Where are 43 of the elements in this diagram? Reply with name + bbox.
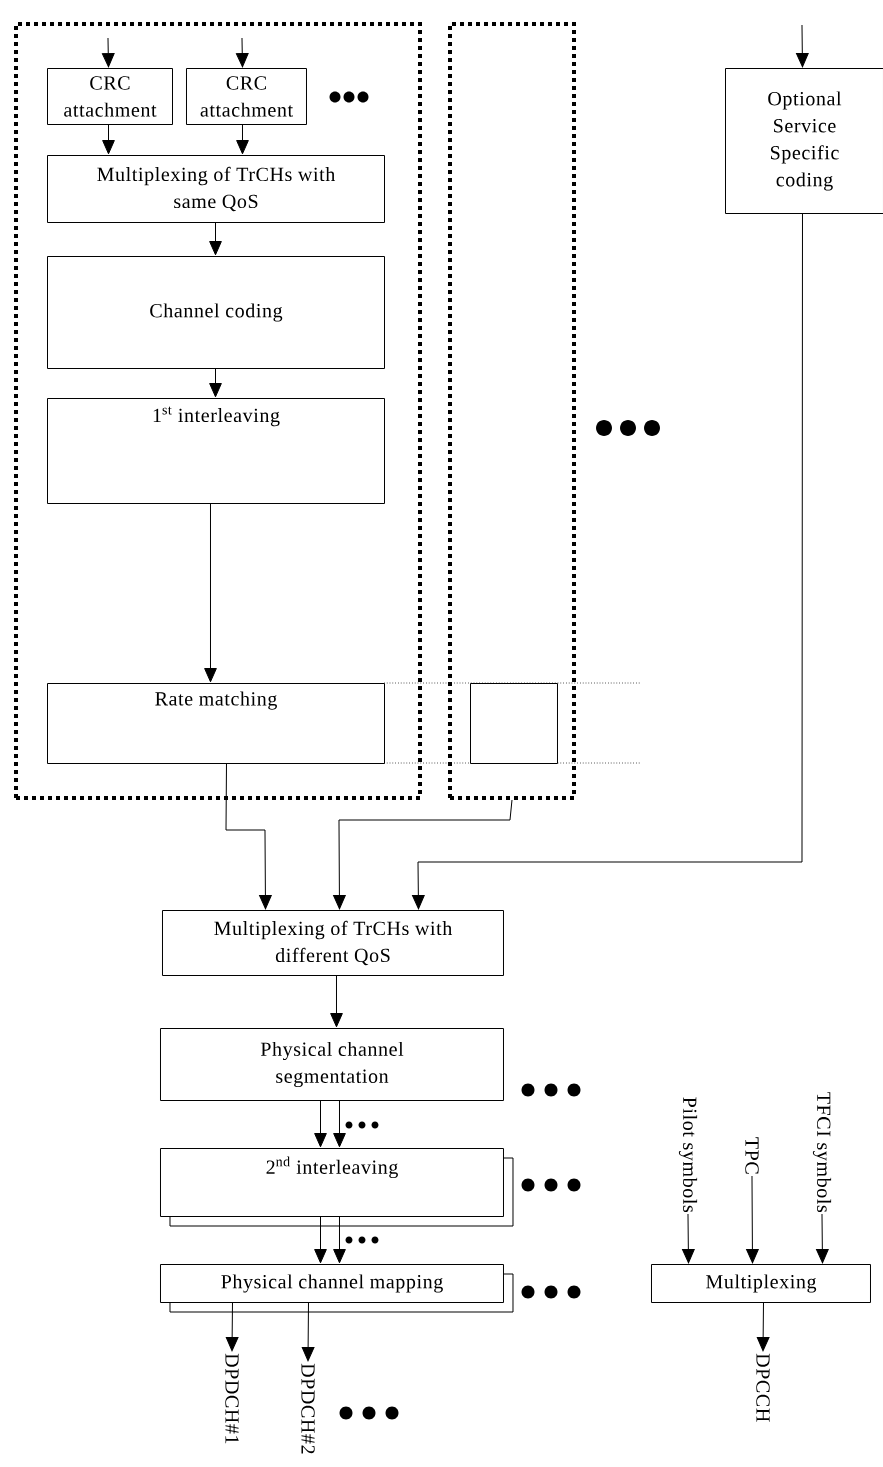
- stacked-process-box: Physical channel mapping: [160, 1264, 514, 1313]
- arrow: [101, 37, 115, 68]
- process-box: Multiplexing of TrCHs with different QoS: [162, 910, 504, 976]
- arrow: [816, 1213, 829, 1264]
- arrow: [333, 1216, 346, 1264]
- arrow: [204, 503, 217, 683]
- process-box: Optional Service Specific coding: [725, 68, 883, 214]
- process-box: Multiplexing of TrCHs with same QoS: [47, 155, 385, 223]
- arrow: [102, 124, 115, 155]
- arrow: [412, 213, 803, 910]
- empty-box: [470, 683, 558, 764]
- rotated-label: TFCI symbols: [812, 1092, 832, 1213]
- arrow: [225, 1302, 239, 1352]
- process-box: 1$^{st}$ interleaving: [47, 398, 385, 504]
- process-box: CRC attachment: [186, 68, 307, 125]
- rotated-label: DPCCH: [756, 1353, 770, 1422]
- arrow: [682, 1213, 695, 1264]
- arrow: [314, 1100, 327, 1148]
- arrow: [225, 763, 272, 910]
- arrow: [209, 368, 222, 398]
- arrow: [235, 37, 249, 68]
- dashed-group-frame: [448, 22, 576, 800]
- arrow: [209, 222, 222, 256]
- arrow: [330, 975, 343, 1028]
- arrow: [236, 124, 249, 155]
- rotated-label: DPDCH#2: [301, 1363, 315, 1454]
- stacked-process-box: 2$^{nd}$ interleaving: [160, 1148, 514, 1227]
- rotated-label: DPDCH#1: [225, 1353, 239, 1444]
- process-box: Multiplexing: [651, 1264, 871, 1303]
- process-box: Physical channel segmentation: [160, 1028, 504, 1101]
- dashed-group-frame: [14, 22, 422, 800]
- arrow: [746, 1175, 759, 1264]
- arrow: [301, 1302, 315, 1362]
- arrow: [795, 24, 809, 68]
- rotated-label: TPC: [745, 1137, 759, 1174]
- process-box: CRC attachment: [47, 68, 173, 125]
- arrow: [314, 1216, 327, 1264]
- arrow: [333, 799, 513, 910]
- process-box: Rate matching: [47, 683, 385, 764]
- arrow: [756, 1302, 770, 1352]
- rotated-label: Pilot symbols: [678, 1097, 698, 1213]
- arrow: [333, 1100, 346, 1148]
- process-box: Channel coding: [47, 256, 385, 369]
